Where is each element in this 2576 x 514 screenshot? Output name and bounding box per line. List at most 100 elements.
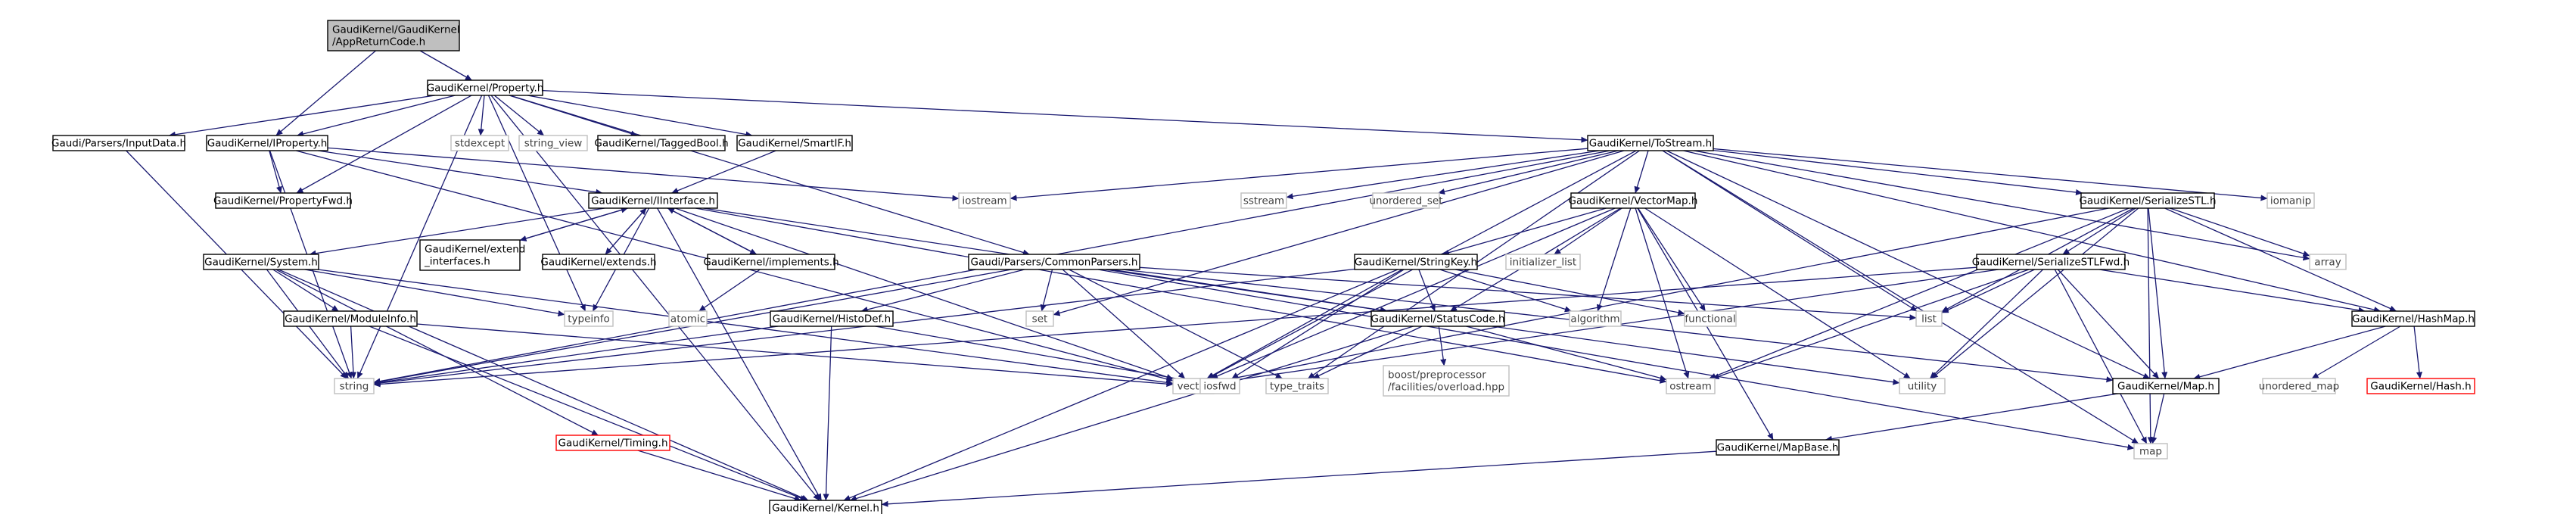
node-vectormap[interactable]: GaudiKernel/VectorMap.h bbox=[1569, 192, 1698, 209]
node-string: string bbox=[334, 378, 375, 394]
edge-serializestlfwd-to-mapheader bbox=[2057, 269, 2160, 379]
node-label-inputdata: Gaudi/Parsers/InputData.h bbox=[51, 138, 186, 150]
node-property[interactable]: GaudiKernel/Property.h bbox=[427, 79, 544, 96]
node-mapheader[interactable]: GaudiKernel/Map.h bbox=[2112, 378, 2220, 394]
edge-iinterface-to-kernel bbox=[657, 207, 822, 501]
node-commonparsers[interactable]: Gaudi/Parsers/CommonParsers.h bbox=[968, 254, 1140, 270]
node-box-iproperty bbox=[206, 135, 328, 151]
node-label-initializer_list: initializer_list bbox=[1510, 257, 1576, 269]
edge-histodef-to-kernel bbox=[823, 326, 832, 501]
node-label-mapheader: GaudiKernel/Map.h bbox=[2117, 381, 2214, 393]
node-serializestl[interactable]: GaudiKernel/SerializeSTL.h bbox=[2079, 192, 2217, 209]
node-label-iomanip: iomanip bbox=[2270, 195, 2311, 207]
node-box-taggedbool bbox=[597, 135, 726, 151]
node-iinterface[interactable]: GaudiKernel/IInterface.h bbox=[588, 192, 718, 209]
edge-system-to-timing bbox=[275, 269, 599, 436]
node-extend_interfaces[interactable]: GaudiKernel/extend_interfaces.h bbox=[419, 239, 525, 271]
node-mapbase[interactable]: GaudiKernel/MapBase.h bbox=[1716, 439, 1840, 456]
node-label-ostream: ostream bbox=[1669, 381, 1712, 393]
node-layer: GaudiKernel/GaudiKernel/AppReturnCode.hG… bbox=[51, 20, 2475, 514]
node-box-system bbox=[203, 254, 319, 270]
node-label-taggedbool: GaudiKernel/TaggedBool.h bbox=[594, 138, 728, 150]
node-box-string_view bbox=[518, 135, 588, 151]
node-timing[interactable]: GaudiKernel/Timing.h bbox=[555, 435, 670, 451]
edge-serializestl-to-mapheader bbox=[2148, 207, 2168, 379]
node-ostream: ostream bbox=[1666, 378, 1716, 394]
node-label-implements: GaudiKernel/implements.h bbox=[703, 257, 838, 269]
node-box-ostream bbox=[1666, 378, 1716, 394]
node-hash[interactable]: GaudiKernel/Hash.h bbox=[2366, 378, 2475, 394]
node-box-serializestl bbox=[2080, 192, 2215, 209]
node-stringkey[interactable]: GaudiKernel/StringKey.h bbox=[1354, 254, 1478, 270]
node-type_traits: type_traits bbox=[1265, 378, 1329, 394]
node-kernel[interactable]: GaudiKernel/Kernel.h bbox=[769, 500, 882, 514]
node-taggedbool[interactable]: GaudiKernel/TaggedBool.h bbox=[594, 135, 729, 151]
edge-commonparsers-to-list bbox=[1139, 266, 1917, 321]
node-apprc[interactable]: GaudiKernel/GaudiKernel/AppReturnCode.h bbox=[327, 20, 460, 51]
node-histodef[interactable]: GaudiKernel/HistoDef.h bbox=[770, 310, 894, 327]
edge-implements-to-atomic bbox=[698, 269, 761, 312]
edge-histodef-to-iosfwd bbox=[875, 326, 1201, 385]
node-boostpp: boost/preprocessor/facilities/overload.h… bbox=[1383, 365, 1510, 397]
edge-tostream-to-sstream bbox=[1286, 150, 1600, 200]
node-box-iostream bbox=[958, 192, 1011, 209]
edge-property-to-commonparsers bbox=[509, 95, 1030, 256]
node-system[interactable]: GaudiKernel/System.h bbox=[203, 254, 319, 270]
edge-histodef-to-string bbox=[373, 326, 779, 386]
node-implements[interactable]: GaudiKernel/implements.h bbox=[703, 254, 839, 270]
node-label-hashmap: GaudiKernel/HashMap.h bbox=[2352, 313, 2475, 326]
edge-mapheader-to-map bbox=[2151, 393, 2165, 444]
edge-statuscode-to-boostpp bbox=[1438, 326, 1447, 366]
edge-serializestl-to-vector bbox=[1213, 207, 2109, 385]
node-label-iproperty: GaudiKernel/IProperty.h bbox=[207, 138, 328, 150]
edge-mapbase-to-kernel bbox=[881, 450, 1717, 507]
node-label-iinterface: GaudiKernel/IInterface.h bbox=[591, 195, 715, 207]
edge-tostream-to-set bbox=[1053, 150, 1625, 316]
node-label-system: GaudiKernel/System.h bbox=[204, 257, 318, 269]
node-label-apprc: GaudiKernel/GaudiKernel/AppReturnCode.h bbox=[332, 24, 460, 48]
edge-iproperty-to-iinterface bbox=[318, 150, 603, 195]
node-box-stringkey bbox=[1354, 254, 1478, 270]
node-inputdata[interactable]: Gaudi/Parsers/InputData.h bbox=[51, 135, 186, 151]
edge-tostream-to-array bbox=[1693, 150, 2310, 261]
node-label-map: map bbox=[2139, 446, 2162, 458]
node-box-vectormap bbox=[1570, 192, 1696, 209]
node-unordered_map: unordered_map bbox=[2259, 378, 2339, 394]
node-label-commonparsers: Gaudi/Parsers/CommonParsers.h bbox=[971, 257, 1138, 269]
edge-extends-to-iinterface bbox=[605, 207, 647, 255]
edge-serializestlfwd-to-list bbox=[1941, 269, 2035, 313]
node-label-statuscode: GaudiKernel/StatusCode.h bbox=[1371, 313, 1505, 326]
node-smartif[interactable]: GaudiKernel/SmartIF.h bbox=[736, 135, 853, 151]
edge-commonparsers-to-map bbox=[1097, 269, 2135, 450]
node-tostream[interactable]: GaudiKernel/ToStream.h bbox=[1587, 135, 1714, 151]
node-label-propertyfwd: GaudiKernel/PropertyFwd.h bbox=[213, 195, 353, 207]
node-label-utility: utility bbox=[1908, 381, 1937, 393]
edge-hashmap-to-mapheader bbox=[2193, 326, 2386, 380]
node-statuscode[interactable]: GaudiKernel/StatusCode.h bbox=[1370, 310, 1505, 327]
node-box-type_traits bbox=[1265, 378, 1329, 394]
edge-commonparsers-to-histodef bbox=[860, 269, 1025, 313]
node-box-list bbox=[1915, 310, 1943, 327]
node-box-algorithm bbox=[1569, 310, 1622, 327]
node-box-sstream bbox=[1240, 192, 1287, 209]
edge-tostream-to-unordered_set bbox=[1438, 150, 1619, 195]
node-box-serializestlfwd bbox=[1976, 254, 2126, 270]
edge-stringkey-to-kernel bbox=[843, 269, 1398, 501]
edge-property-to-typeinfo bbox=[487, 95, 586, 312]
edge-serializestlfwd-to-string bbox=[373, 266, 1977, 388]
node-stdexcept: stdexcept bbox=[450, 135, 509, 151]
node-serializestlfwd[interactable]: GaudiKernel/SerializeSTLFwd.h bbox=[1972, 254, 2130, 270]
node-label-timing: GaudiKernel/Timing.h bbox=[558, 438, 667, 450]
node-iproperty[interactable]: GaudiKernel/IProperty.h bbox=[206, 135, 328, 151]
node-box-extends bbox=[542, 254, 655, 270]
edge-property-to-inputdata bbox=[168, 95, 435, 138]
node-label-property: GaudiKernel/Property.h bbox=[427, 83, 544, 95]
node-hashmap[interactable]: GaudiKernel/HashMap.h bbox=[2351, 310, 2475, 327]
node-label-moduleinfo: GaudiKernel/ModuleInfo.h bbox=[285, 313, 416, 326]
node-extends[interactable]: GaudiKernel/extends.h bbox=[540, 254, 657, 270]
node-moduleinfo[interactable]: GaudiKernel/ModuleInfo.h bbox=[283, 310, 418, 327]
node-propertyfwd[interactable]: GaudiKernel/PropertyFwd.h bbox=[213, 192, 353, 209]
node-label-string_view: string_view bbox=[524, 138, 583, 150]
node-box-hashmap bbox=[2351, 310, 2475, 327]
